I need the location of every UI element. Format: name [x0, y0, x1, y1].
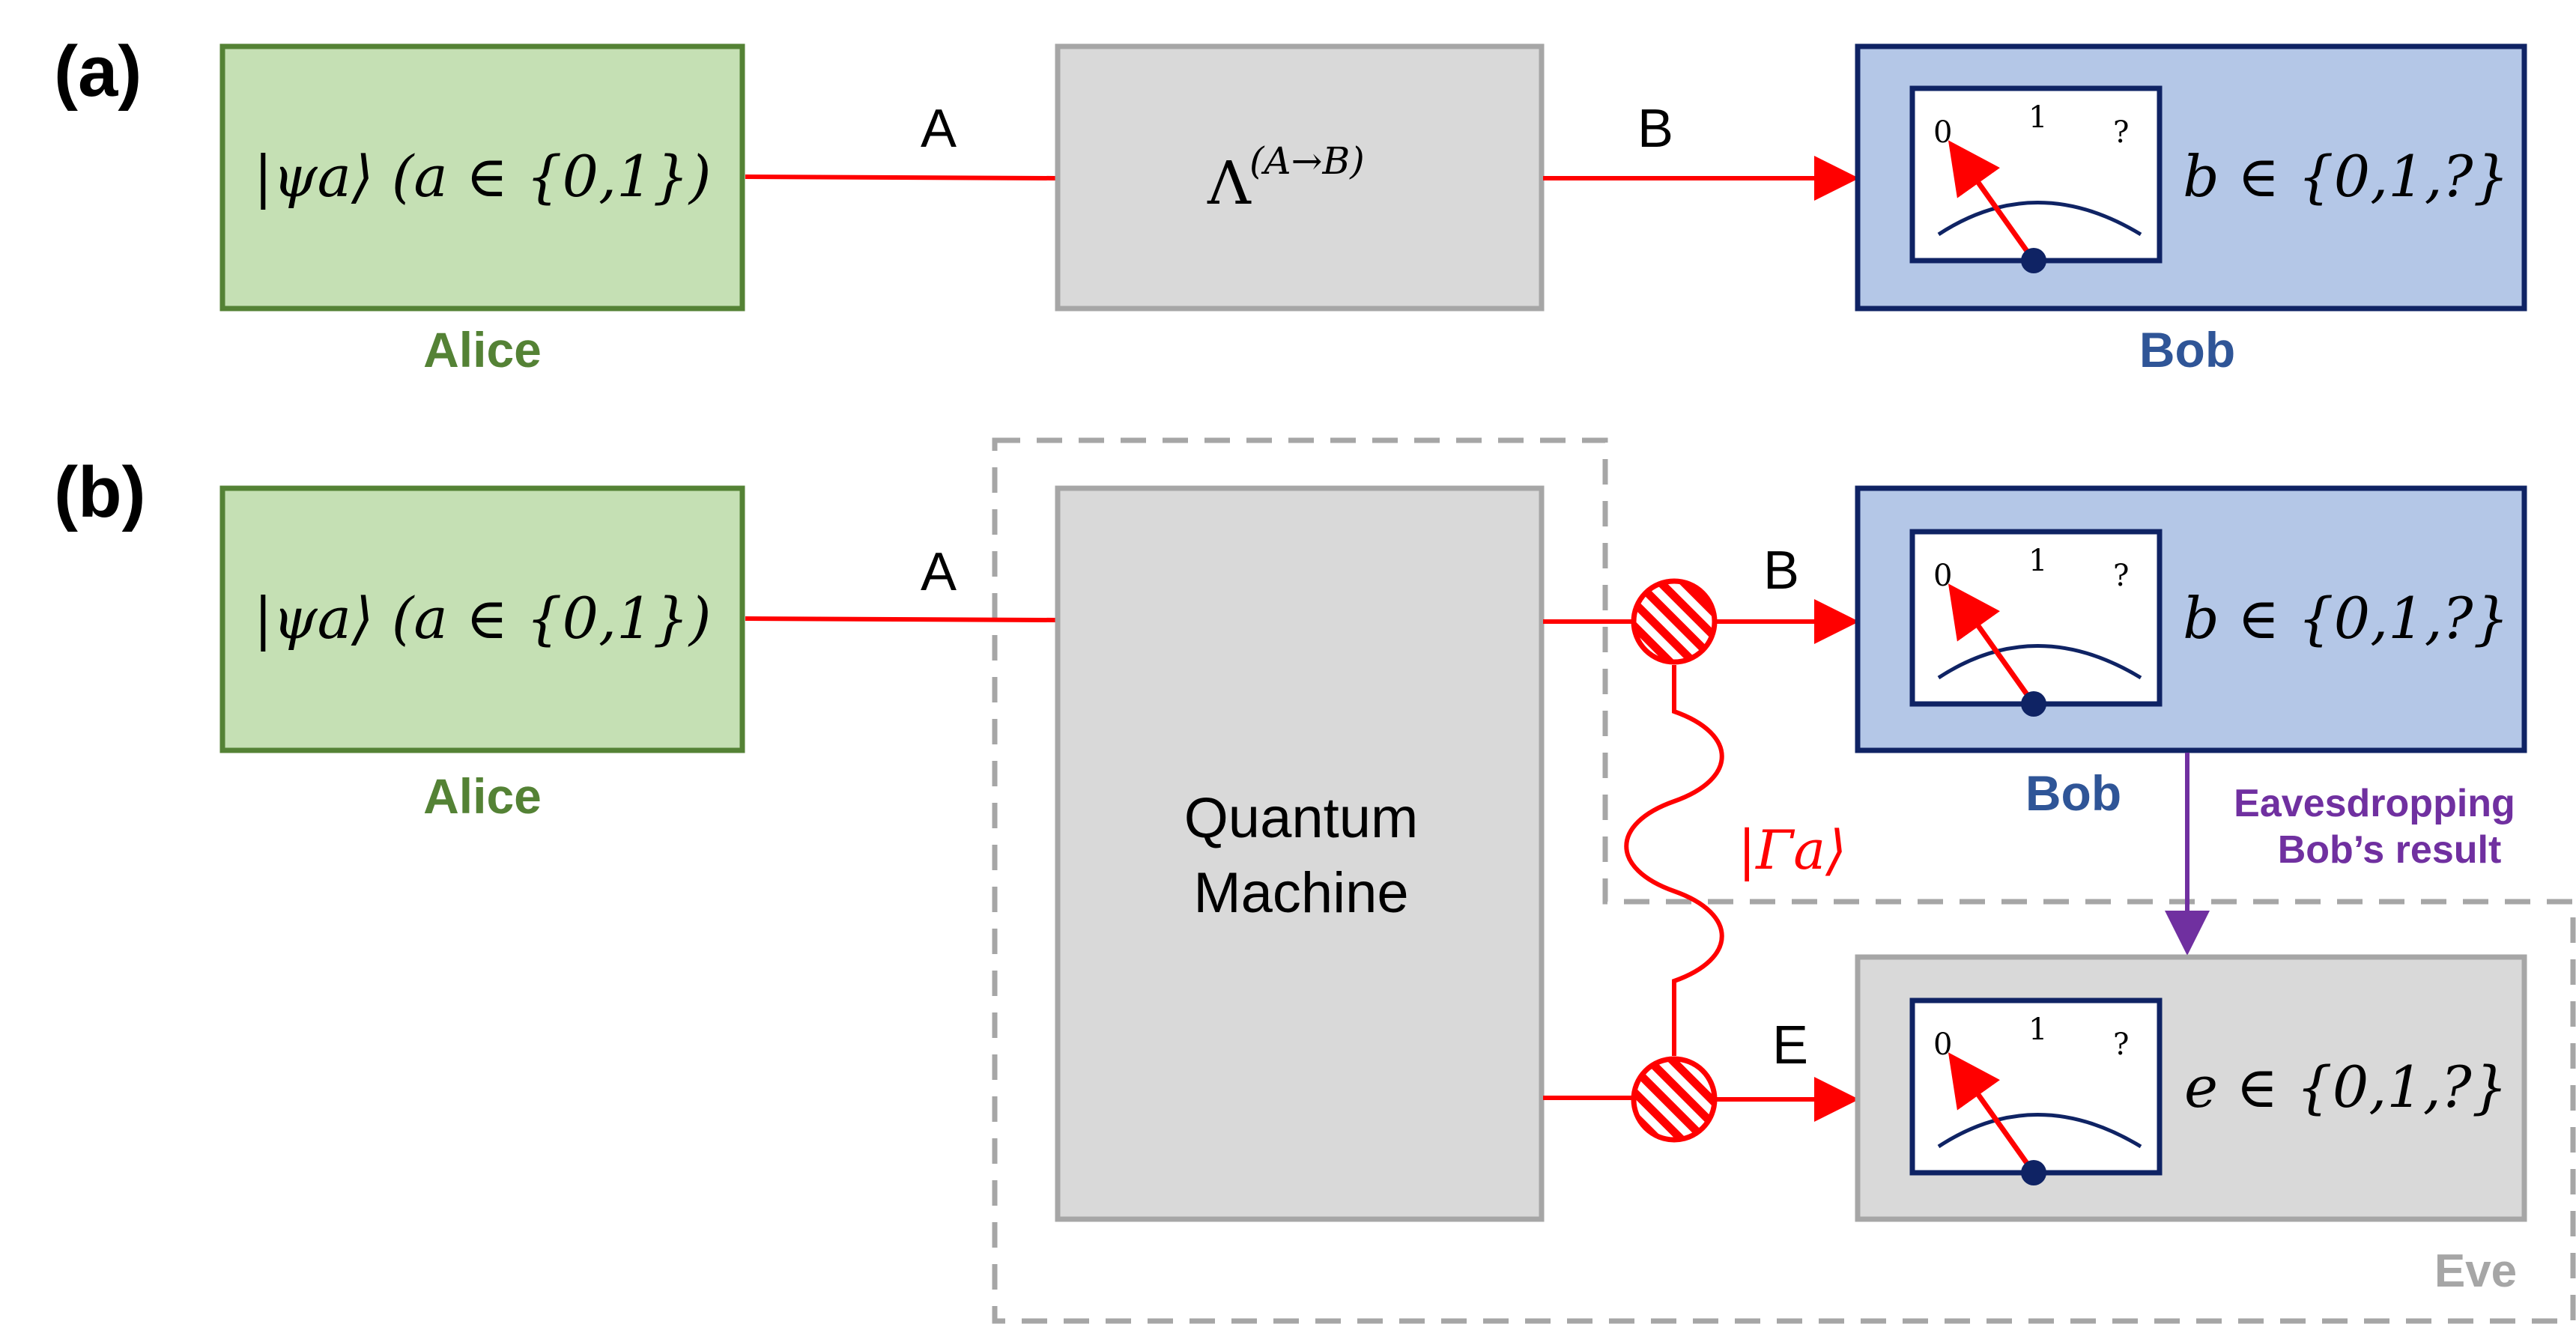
machine-dashed-region [992, 437, 2576, 1324]
wire-label-b-in: A [921, 542, 957, 602]
bob-result-a: b ∈ {0,1,?} [2183, 143, 2509, 210]
meter-tick-1: 1 [2028, 544, 2047, 578]
machine-label-line1: Quantum [1184, 786, 1419, 850]
meter-tick-2: ? [2113, 115, 2129, 150]
meter-tick-2: ? [2113, 1027, 2129, 1062]
quantum-machine-box [1055, 485, 1545, 1222]
node-bob-output [1631, 578, 1718, 665]
bob-name-a: Bob [2139, 322, 2235, 377]
meter-tick-2: ? [2113, 559, 2129, 593]
panel-a: (a) |ψa⟩ (a ∈ {0,1}) Alice A Λ (A→B) B 0… [54, 31, 2527, 377]
meter-tick-0: 0 [1933, 559, 1952, 593]
correlation-state-label: |Γa⟩ [1738, 819, 1846, 881]
eve-result: e ∈ {0,1,?} [2184, 1054, 2508, 1120]
eavesdrop-label-line1: Eavesdropping [2234, 782, 2515, 825]
wire-label-a-in: A [921, 99, 957, 159]
meter-tick-0: 0 [1933, 115, 1952, 150]
channel-superscript: (A→B) [1249, 139, 1365, 183]
eve-name: Eve [2434, 1245, 2517, 1297]
meter-tick-0: 0 [1933, 1027, 1952, 1062]
alice-name-a: Alice [423, 322, 542, 377]
panel-b: (b) |ψa⟩ (a ∈ {0,1}) Alice A Quantum Mac… [54, 437, 2576, 1324]
wire-label-e-out: E [1772, 1015, 1808, 1075]
channel-box [1055, 43, 1545, 312]
meter-tick-1: 1 [2028, 1012, 2047, 1047]
eavesdrop-label-line2: Bob’s result [2278, 828, 2502, 872]
bob-name-b: Bob [2025, 765, 2121, 821]
wire-label-b-out: B [1763, 541, 1799, 601]
alice-name-b: Alice [423, 768, 542, 824]
meter-icon: 0 1 ? [1912, 1000, 2160, 1185]
alice-box-a [219, 43, 745, 312]
alice-box-b [219, 485, 745, 753]
node-eve-output [1631, 1056, 1718, 1143]
panel-b-label: (b) [54, 452, 146, 532]
meter-icon: 0 1 ? [1912, 532, 2160, 717]
alice-state-b: |ψa⟩ (a ∈ {0,1}) [253, 585, 711, 652]
bob-result-b: b ∈ {0,1,?} [2183, 585, 2509, 652]
channel-symbol: Λ [1207, 148, 1252, 218]
entanglement-wave [1624, 665, 1724, 1056]
meter-icon: 0 1 ? [1912, 88, 2160, 273]
panel-a-label: (a) [54, 31, 142, 112]
alice-state-a: |ψa⟩ (a ∈ {0,1}) [253, 143, 711, 210]
meter-tick-1: 1 [2028, 100, 2047, 135]
machine-label-line2: Machine [1193, 861, 1408, 925]
wire-label-a-out: B [1637, 99, 1673, 159]
wire-a-in [745, 174, 1057, 180]
wire-b-in [745, 616, 1057, 622]
